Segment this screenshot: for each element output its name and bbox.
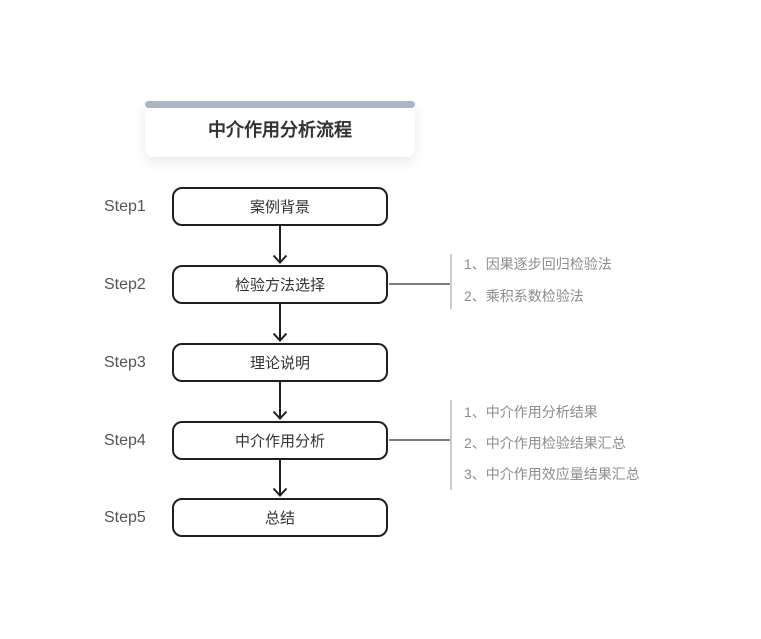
title-card-accent-bar <box>145 101 415 108</box>
notes-step2: 1、因果逐步回归检验法 2、乘积系数检验法 <box>464 256 612 304</box>
flow-box-label: 案例背景 <box>249 199 310 216</box>
step-label-3: Step3 <box>104 354 146 371</box>
flowchart-title: 中介作用分析流程 <box>208 120 352 140</box>
step-label-2: Step2 <box>104 276 146 293</box>
step-label-4: Step4 <box>104 432 146 449</box>
flow-box-label: 中介作用分析 <box>234 433 325 450</box>
step-label-5: Step5 <box>104 509 146 526</box>
flow-box-label: 理论说明 <box>249 355 310 372</box>
connector-line-step2 <box>389 283 450 285</box>
flow-arrow-down-icon <box>272 226 288 264</box>
flow-arrow-down-icon <box>272 459 288 497</box>
note-item: 2、中介作用检验结果汇总 <box>464 435 626 451</box>
bracket-line-step4 <box>450 400 452 490</box>
note-item: 2、乘积系数检验法 <box>464 288 584 304</box>
bracket-line-step2 <box>450 254 452 309</box>
flow-arrow-down-icon <box>272 304 288 342</box>
flow-box-mediation-analysis: 中介作用分析 <box>172 421 388 460</box>
flow-box-label: 总结 <box>264 510 295 527</box>
flow-box-label: 检验方法选择 <box>234 277 325 294</box>
note-item: 3、中介作用效应量结果汇总 <box>464 466 640 482</box>
flow-box-case-background: 案例背景 <box>172 187 388 226</box>
title-card: 中介作用分析流程 <box>145 101 415 157</box>
flow-box-test-method-selection: 检验方法选择 <box>172 265 388 304</box>
notes-step4: 1、中介作用分析结果 2、中介作用检验结果汇总 3、中介作用效应量结果汇总 <box>464 404 640 482</box>
flow-box-theory-explanation: 理论说明 <box>172 343 388 382</box>
note-item: 1、因果逐步回归检验法 <box>464 256 612 272</box>
connector-line-step4 <box>389 439 450 441</box>
step-label-1: Step1 <box>104 198 146 215</box>
flow-box-summary: 总结 <box>172 498 388 537</box>
note-item: 1、中介作用分析结果 <box>464 404 598 420</box>
flow-arrow-down-icon <box>272 382 288 420</box>
